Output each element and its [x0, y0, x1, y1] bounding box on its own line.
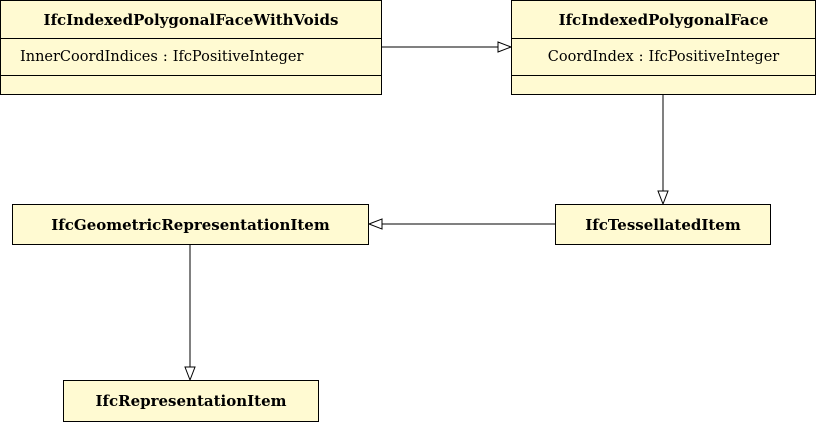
operations-compartment	[1, 75, 381, 94]
attribute-type: IfcPositiveInteger	[648, 49, 780, 65]
generalization-arrowhead	[497, 41, 513, 53]
operations-compartment	[512, 75, 815, 94]
generalization-facewithvoids-to-polygonalface	[381, 41, 513, 53]
attribute-row: CoordIndex : IfcPositiveInteger	[548, 49, 779, 65]
class-ifcindexedpolygonalface[interactable]: IfcIndexedPolygonalFace CoordIndex : Ifc…	[511, 0, 816, 95]
attribute-compartment: InnerCoordIndices : IfcPositiveInteger	[1, 38, 381, 75]
class-ifcrepresentationitem[interactable]: IfcRepresentationItem	[63, 380, 319, 422]
class-name: IfcIndexedPolygonalFaceWithVoids	[43, 10, 339, 29]
generalization-tessellateditem-to-geometricrepresentationitem	[367, 218, 555, 230]
class-name: IfcRepresentationItem	[95, 392, 287, 410]
generalization-geometricrepresentationitem-to-representationitem	[184, 245, 196, 382]
attribute-compartment: CoordIndex : IfcPositiveInteger	[512, 38, 815, 75]
class-name: IfcIndexedPolygonalFace	[558, 10, 769, 29]
generalization-arrowhead	[184, 366, 196, 382]
class-ifctessellateditem[interactable]: IfcTessellatedItem	[555, 204, 771, 245]
class-ifcgeometricrepresentationitem[interactable]: IfcGeometricRepresentationItem	[12, 204, 369, 245]
attribute-separator: :	[162, 49, 168, 65]
generalization-polygonalface-to-tessellateditem	[657, 94, 669, 206]
class-name: IfcTessellatedItem	[585, 215, 741, 234]
attribute-row: InnerCoordIndices : IfcPositiveInteger	[20, 49, 303, 65]
generalization-arrowhead	[657, 190, 669, 206]
class-name: IfcGeometricRepresentationItem	[51, 215, 330, 234]
attribute-type: IfcPositiveInteger	[172, 49, 304, 65]
attribute-name: InnerCoordIndices	[20, 49, 158, 65]
class-ifcindexedpolygonalfacewithvoids[interactable]: IfcIndexedPolygonalFaceWithVoids InnerCo…	[0, 0, 382, 95]
generalization-arrowhead	[367, 218, 383, 230]
attribute-name: CoordIndex	[547, 49, 634, 65]
attribute-separator: :	[638, 49, 644, 65]
